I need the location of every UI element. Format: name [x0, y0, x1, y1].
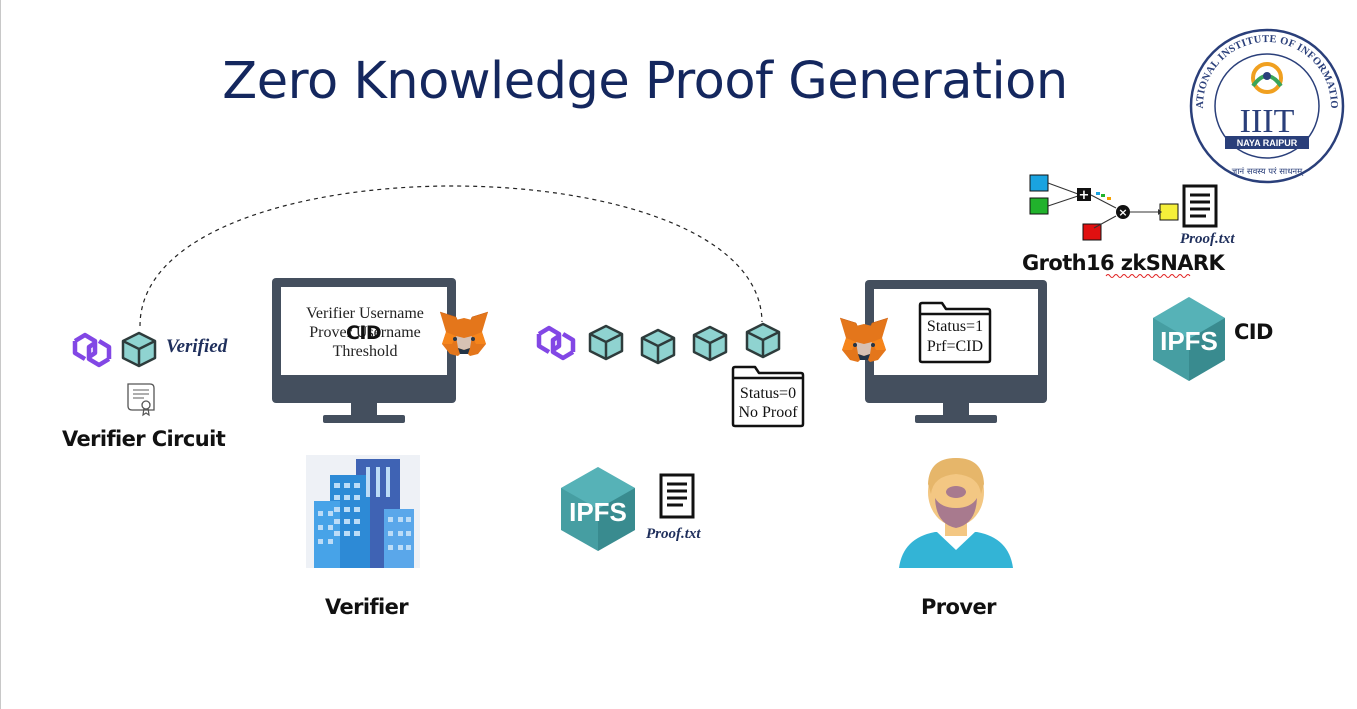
ipfs-logo-text: IPFS [569, 497, 627, 527]
verifier-circuit-label: Verifier Circuit [62, 427, 226, 451]
svg-text:+: + [1079, 188, 1090, 203]
svg-text:×: × [1118, 206, 1127, 219]
spellcheck-underline [1105, 274, 1191, 278]
cid-overlay-label: CID [346, 322, 382, 344]
metamask-fox-icon [439, 311, 489, 356]
blockchain-block-icon [745, 322, 781, 359]
logo-abbr: IIIT [1240, 103, 1295, 140]
left-border [0, 0, 1, 709]
blockchain-block-icon [121, 331, 157, 368]
prover-avatar-icon [899, 458, 1013, 568]
certificate-icon [127, 383, 155, 417]
screen-line-threshold: Threshold [332, 343, 398, 360]
iiit-logo: DR. SPM INTERNATIONAL INSTITUTE OF INFOR… [1184, 20, 1345, 184]
chain-status-line: Status=0 [739, 385, 797, 402]
polygon-logo-icon [536, 325, 576, 361]
folder-icon [918, 301, 992, 364]
lotus-icon [1251, 62, 1283, 94]
verifier-label: Verifier [325, 595, 409, 619]
groth16-label: Groth16 zkSNARK [1022, 251, 1225, 275]
ipfs-cid-label: CID [1234, 320, 1273, 344]
logo-motto: ज्ञानं सवस्य परं साधनम् [1232, 166, 1304, 177]
verified-label: Verified [166, 336, 228, 357]
logo-city: NAYA RAIPUR [1237, 138, 1298, 148]
metamask-fox-icon [839, 317, 889, 362]
groth-proof-file-label: Proof.txt [1180, 231, 1235, 247]
folder-icon [731, 365, 805, 428]
polygon-logo-icon [72, 332, 112, 368]
blockchain-block-icon [588, 324, 624, 361]
screen-line-verifier-username: Verifier Username [306, 305, 424, 322]
prover-proof-line: Prf=CID [926, 338, 984, 355]
page-title: Zero Knowledge Proof Generation [222, 52, 1068, 111]
verifier-screen-text: Verifier Username Prover Username Thresh… [282, 304, 448, 361]
chain-proof-line: No Proof [738, 404, 798, 421]
blockchain-block-icon [692, 325, 728, 362]
blockchain-block-icon [640, 328, 676, 365]
ipfs-logo-icon: IPFS [1153, 297, 1225, 381]
groth16-circuit-diagram: + × [1029, 174, 1218, 241]
prover-status-text: Status=1 Prf=CID [918, 317, 992, 357]
screen-line-prover-username: Prover Username [309, 324, 421, 341]
prover-status-line: Status=1 [926, 318, 984, 335]
proof-file-label: Proof.txt [646, 526, 701, 542]
ipfs-logo-text: IPFS [1160, 326, 1218, 356]
verifier-monitor-icon [272, 278, 456, 423]
ipfs-logo-icon: IPFS [561, 467, 635, 551]
document-icon [659, 473, 695, 519]
chain-status-text: Status=0 No Proof [731, 384, 805, 422]
office-building-icon [306, 455, 420, 568]
prover-label: Prover [921, 595, 996, 619]
